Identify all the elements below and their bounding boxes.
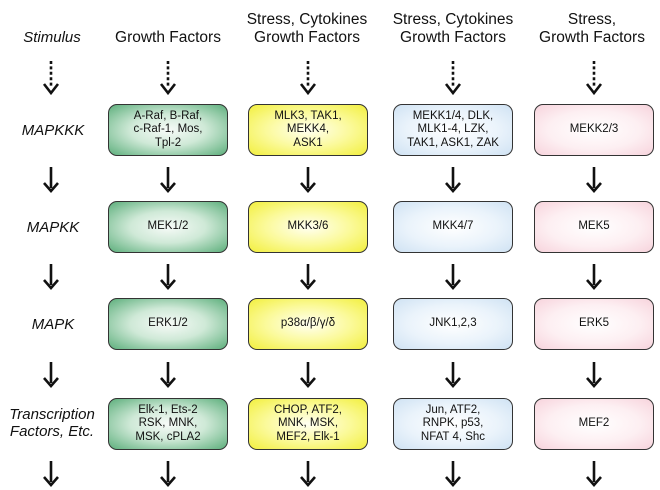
column-header-line: Growth Factors bbox=[400, 29, 506, 46]
down-arrow-icon bbox=[300, 362, 316, 388]
box-text-line: MSK, cPLA2 bbox=[135, 430, 201, 443]
row-label-mapkk: MAPKK bbox=[8, 219, 98, 236]
box-text-line: MEF2 bbox=[578, 417, 610, 430]
dotted-down-arrow-icon bbox=[299, 61, 317, 96]
box-text-line: MNK, MSK, bbox=[277, 417, 339, 430]
box-text-line: c-Raf-1, Mos, bbox=[133, 123, 203, 136]
down-arrow-icon bbox=[445, 362, 461, 388]
column-header-p38: Stress, Cytokines Growth Factors bbox=[232, 11, 382, 47]
down-arrow-icon bbox=[43, 167, 59, 193]
p38-mapkk-box: MKK3/6 bbox=[248, 201, 368, 253]
row-label-line: Transcription bbox=[9, 406, 95, 423]
column-header-jnk: Stress, Cytokines Growth Factors bbox=[378, 11, 528, 47]
column-header-erk5: Stress, Growth Factors bbox=[527, 11, 657, 47]
p38-transcription-box: CHOP, ATF2, MNK, MSK, MEF2, Elk-1 bbox=[248, 398, 368, 450]
erk12-mapkkk-box: A-Raf, B-Raf, c-Raf-1, Mos, Tpl-2 bbox=[108, 104, 228, 156]
row-label-transcription-factors: Transcription Factors, Etc. bbox=[0, 406, 104, 440]
down-arrow-icon bbox=[586, 461, 602, 487]
box-text-line: MEKK2/3 bbox=[569, 123, 619, 136]
down-arrow-icon bbox=[43, 264, 59, 290]
box-text-line: ERK5 bbox=[578, 317, 610, 330]
box-text-line: p38α/β/γ/δ bbox=[280, 317, 336, 330]
down-arrow-icon bbox=[300, 264, 316, 290]
down-arrow-icon bbox=[160, 264, 176, 290]
dotted-down-arrow-icon bbox=[159, 61, 177, 96]
row-label-line: MAPK bbox=[31, 316, 75, 333]
box-text-line: MEK1/2 bbox=[147, 220, 189, 233]
box-text-line: MEKK4, bbox=[286, 123, 330, 136]
down-arrow-icon bbox=[586, 167, 602, 193]
down-arrow-icon bbox=[300, 461, 316, 487]
box-text-line: Jun, ATF2, bbox=[425, 403, 481, 416]
box-text-line: MKK4/7 bbox=[432, 220, 474, 233]
box-text-line: Elk-1, Ets-2 bbox=[138, 403, 198, 416]
box-text-line: CHOP, ATF2, bbox=[274, 403, 342, 416]
box-text-line: TAK1, ASK1, ZAK bbox=[407, 136, 499, 149]
row-label-line: Stimulus bbox=[23, 29, 81, 46]
box-text-line: NFAT 4, Shc bbox=[420, 430, 486, 443]
p38-mapkkk-box: MLK3, TAK1, MEKK4, ASK1 bbox=[248, 104, 368, 156]
box-text-line: MEK5 bbox=[578, 220, 610, 233]
erk12-mapkk-box: MEK1/2 bbox=[108, 201, 228, 253]
jnk-mapkk-box: MKK4/7 bbox=[393, 201, 513, 253]
column-header-erk12: Growth Factors bbox=[108, 29, 228, 47]
p38-mapk-box: p38α/β/γ/δ bbox=[248, 298, 368, 350]
row-label-line: MAPKK bbox=[26, 219, 80, 236]
jnk-mapkkk-box: MEKK1/4, DLK, MLK1-4, LZK, TAK1, ASK1, Z… bbox=[393, 104, 513, 156]
column-header-line: Growth Factors bbox=[254, 29, 360, 46]
erk12-transcription-box: Elk-1, Ets-2 RSK, MNK, MSK, cPLA2 bbox=[108, 398, 228, 450]
erk12-mapk-box: ERK1/2 bbox=[108, 298, 228, 350]
erk5-mapkkk-box: MEKK2/3 bbox=[534, 104, 654, 156]
box-text-line: MLK1-4, LZK, bbox=[417, 123, 489, 136]
down-arrow-icon bbox=[43, 362, 59, 388]
box-text-line: A-Raf, B-Raf, bbox=[133, 109, 203, 122]
row-label-stimulus: Stimulus bbox=[12, 29, 92, 46]
box-text-line: MLK3, TAK1, bbox=[274, 109, 342, 122]
down-arrow-icon bbox=[586, 264, 602, 290]
box-text-line: JNK1,2,3 bbox=[429, 317, 477, 330]
box-text-line: MEF2, Elk-1 bbox=[276, 430, 340, 443]
down-arrow-icon bbox=[43, 461, 59, 487]
dotted-down-arrow-icon bbox=[444, 61, 462, 96]
box-text-line: RSK, MNK, bbox=[138, 417, 198, 430]
dotted-down-arrow-icon bbox=[585, 61, 603, 96]
box-text-line: RNPK, p53, bbox=[422, 417, 484, 430]
down-arrow-icon bbox=[586, 362, 602, 388]
column-header-line: Stress, Cytokines bbox=[392, 11, 514, 28]
down-arrow-icon bbox=[445, 167, 461, 193]
down-arrow-icon bbox=[300, 167, 316, 193]
box-text-line: ERK1/2 bbox=[148, 317, 188, 330]
erk5-mapk-box: ERK5 bbox=[534, 298, 654, 350]
dotted-down-arrow-icon bbox=[42, 61, 60, 96]
column-header-line: Growth Factors bbox=[115, 29, 221, 46]
erk5-mapkk-box: MEK5 bbox=[534, 201, 654, 253]
box-text-line: MEKK1/4, DLK, bbox=[412, 109, 494, 122]
column-header-line: Stress, bbox=[567, 11, 617, 28]
down-arrow-icon bbox=[160, 461, 176, 487]
row-label-line: Factors, Etc. bbox=[9, 423, 95, 440]
box-text-line: ASK1 bbox=[293, 136, 323, 149]
column-header-line: Growth Factors bbox=[539, 29, 645, 46]
row-label-mapkkk: MAPKKK bbox=[8, 122, 98, 139]
down-arrow-icon bbox=[445, 461, 461, 487]
jnk-mapk-box: JNK1,2,3 bbox=[393, 298, 513, 350]
down-arrow-icon bbox=[445, 264, 461, 290]
row-label-line: MAPKKK bbox=[21, 122, 85, 139]
box-text-line: Tpl-2 bbox=[154, 136, 182, 149]
row-label-mapk: MAPK bbox=[8, 316, 98, 333]
erk5-transcription-box: MEF2 bbox=[534, 398, 654, 450]
down-arrow-icon bbox=[160, 362, 176, 388]
box-text-line: MKK3/6 bbox=[287, 220, 329, 233]
jnk-transcription-box: Jun, ATF2, RNPK, p53, NFAT 4, Shc bbox=[393, 398, 513, 450]
down-arrow-icon bbox=[160, 167, 176, 193]
column-header-line: Stress, Cytokines bbox=[246, 11, 368, 28]
